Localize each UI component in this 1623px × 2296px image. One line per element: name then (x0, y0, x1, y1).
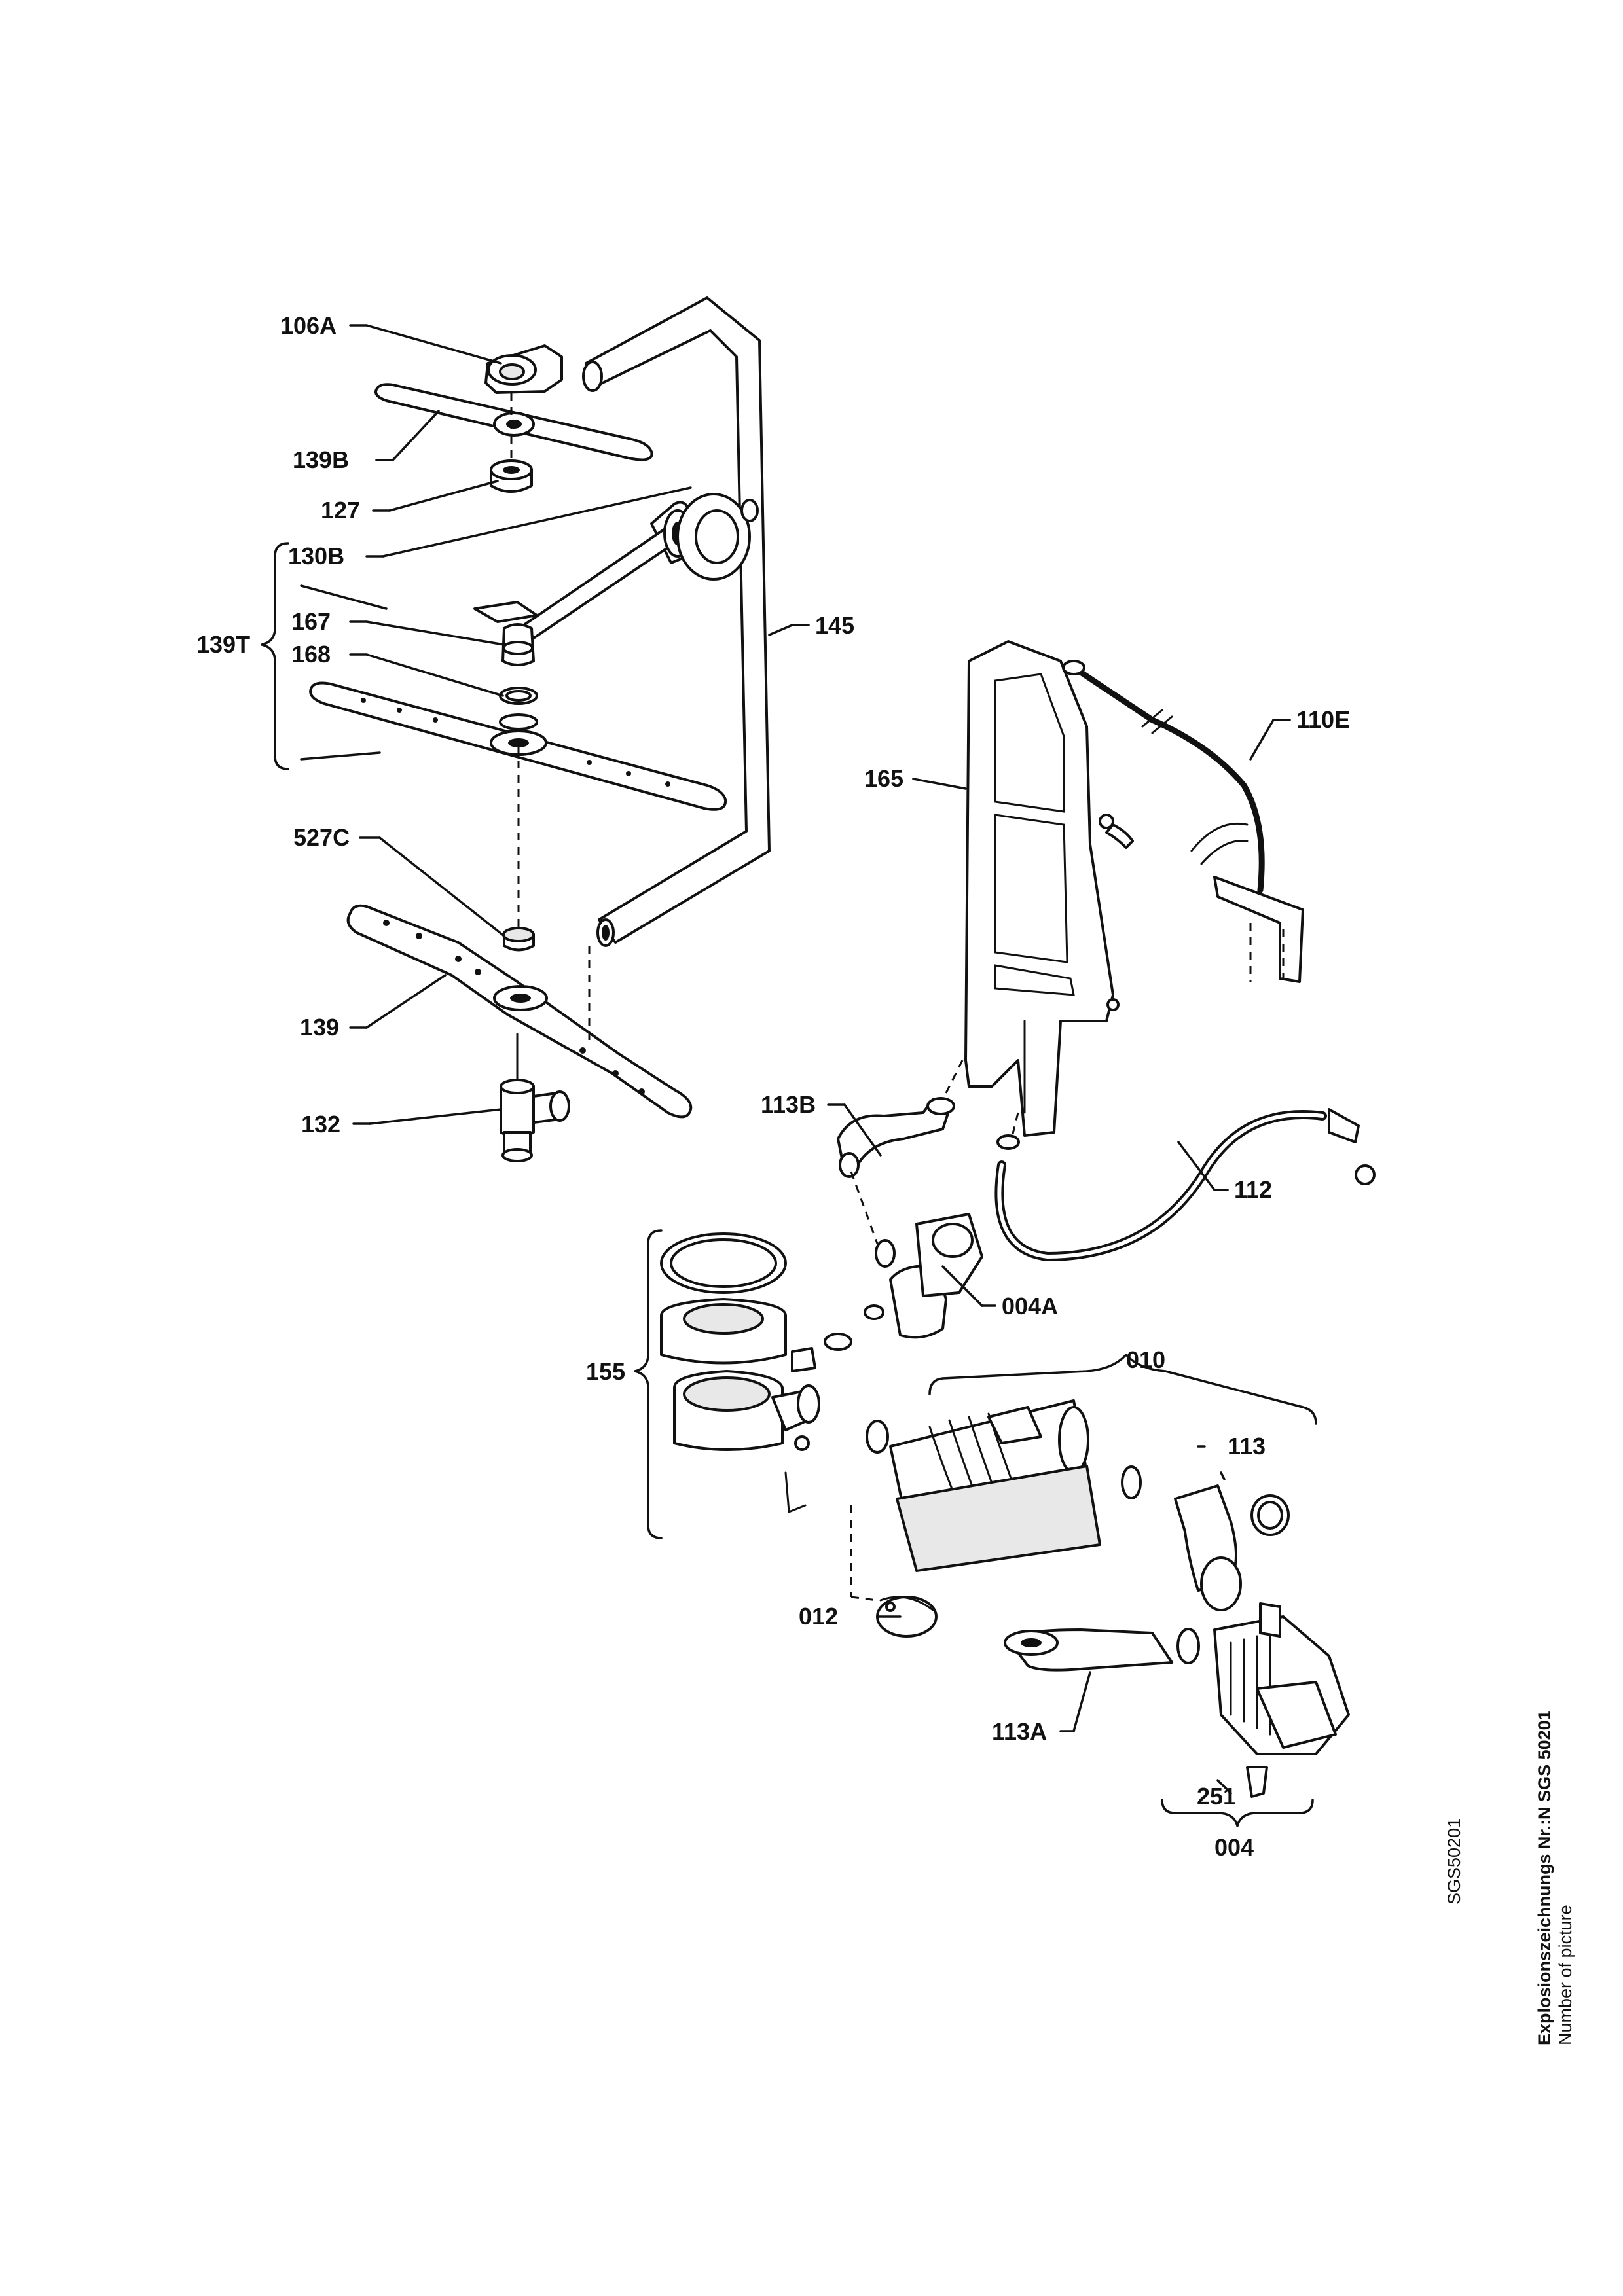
label-527C: 527C (293, 824, 350, 851)
part-155-sump-group (660, 1232, 820, 1514)
part-113-elbow (1174, 1484, 1290, 1611)
part-130B-spray-tube (473, 501, 692, 639)
label-139T: 139T (196, 631, 250, 658)
part-139-lower-spray-arm (346, 904, 693, 1119)
label-010: 010 (1126, 1346, 1165, 1373)
part-132-hub (500, 1033, 570, 1162)
bracket-155 (634, 1229, 663, 1539)
bracket-139T (261, 542, 289, 770)
label-139B: 139B (293, 446, 349, 473)
part-106A-top-nozzle (484, 344, 563, 394)
caption-line-1: Explosionszeichnungs Nr.:N SGS 50201 (1535, 1710, 1554, 2045)
label-113B: 113B (761, 1091, 816, 1118)
part-168-oring (499, 687, 538, 730)
part-145-supply-pipe (582, 296, 771, 947)
label-012: 012 (799, 1603, 838, 1630)
label-127: 127 (321, 497, 360, 524)
label-168: 168 (291, 641, 331, 668)
leader-lines (300, 324, 1291, 1795)
part-165-side-duct-frame (964, 640, 1120, 1137)
label-132: 132 (301, 1111, 340, 1138)
diagram-id-vertical: SGS50201 (1444, 1818, 1464, 1905)
part-010-heater-assembly (866, 1399, 1142, 1572)
label-106A: 106A (280, 312, 337, 339)
door-panel-detail (1190, 822, 1304, 983)
part-004-circulation-pump (1213, 1602, 1350, 1798)
part-113A-tube (1004, 1628, 1200, 1672)
label-139: 139 (300, 1014, 339, 1041)
part-527C-cap (502, 927, 535, 952)
bracket-004 (1161, 1799, 1314, 1827)
label-113A: 113A (992, 1718, 1047, 1745)
label-110E: 110E (1296, 706, 1350, 733)
label-167: 167 (291, 608, 331, 635)
caption-line-2: Number of picture (1556, 1905, 1575, 2045)
label-112: 112 (1234, 1176, 1272, 1203)
label-130B: 130B (288, 543, 344, 569)
label-113: 113 (1228, 1433, 1266, 1460)
label-165: 165 (864, 765, 903, 792)
label-145: 145 (815, 612, 854, 639)
part-113B-hose (837, 1060, 964, 1244)
part-004A-drain-pump (824, 1213, 983, 1351)
bracket-010 (928, 1354, 1317, 1425)
label-155: 155 (586, 1358, 625, 1385)
label-004A: 004A (1002, 1293, 1058, 1319)
part-127-nut (490, 459, 533, 493)
part-110E-vent-hose (1062, 660, 1265, 893)
part-139B-upper-spray-arm (374, 383, 653, 461)
part-167-coupling (501, 623, 535, 666)
label-251: 251 (1197, 1783, 1236, 1810)
label-004: 004 (1214, 1834, 1254, 1861)
part-112-drain-hose (994, 1108, 1376, 1262)
